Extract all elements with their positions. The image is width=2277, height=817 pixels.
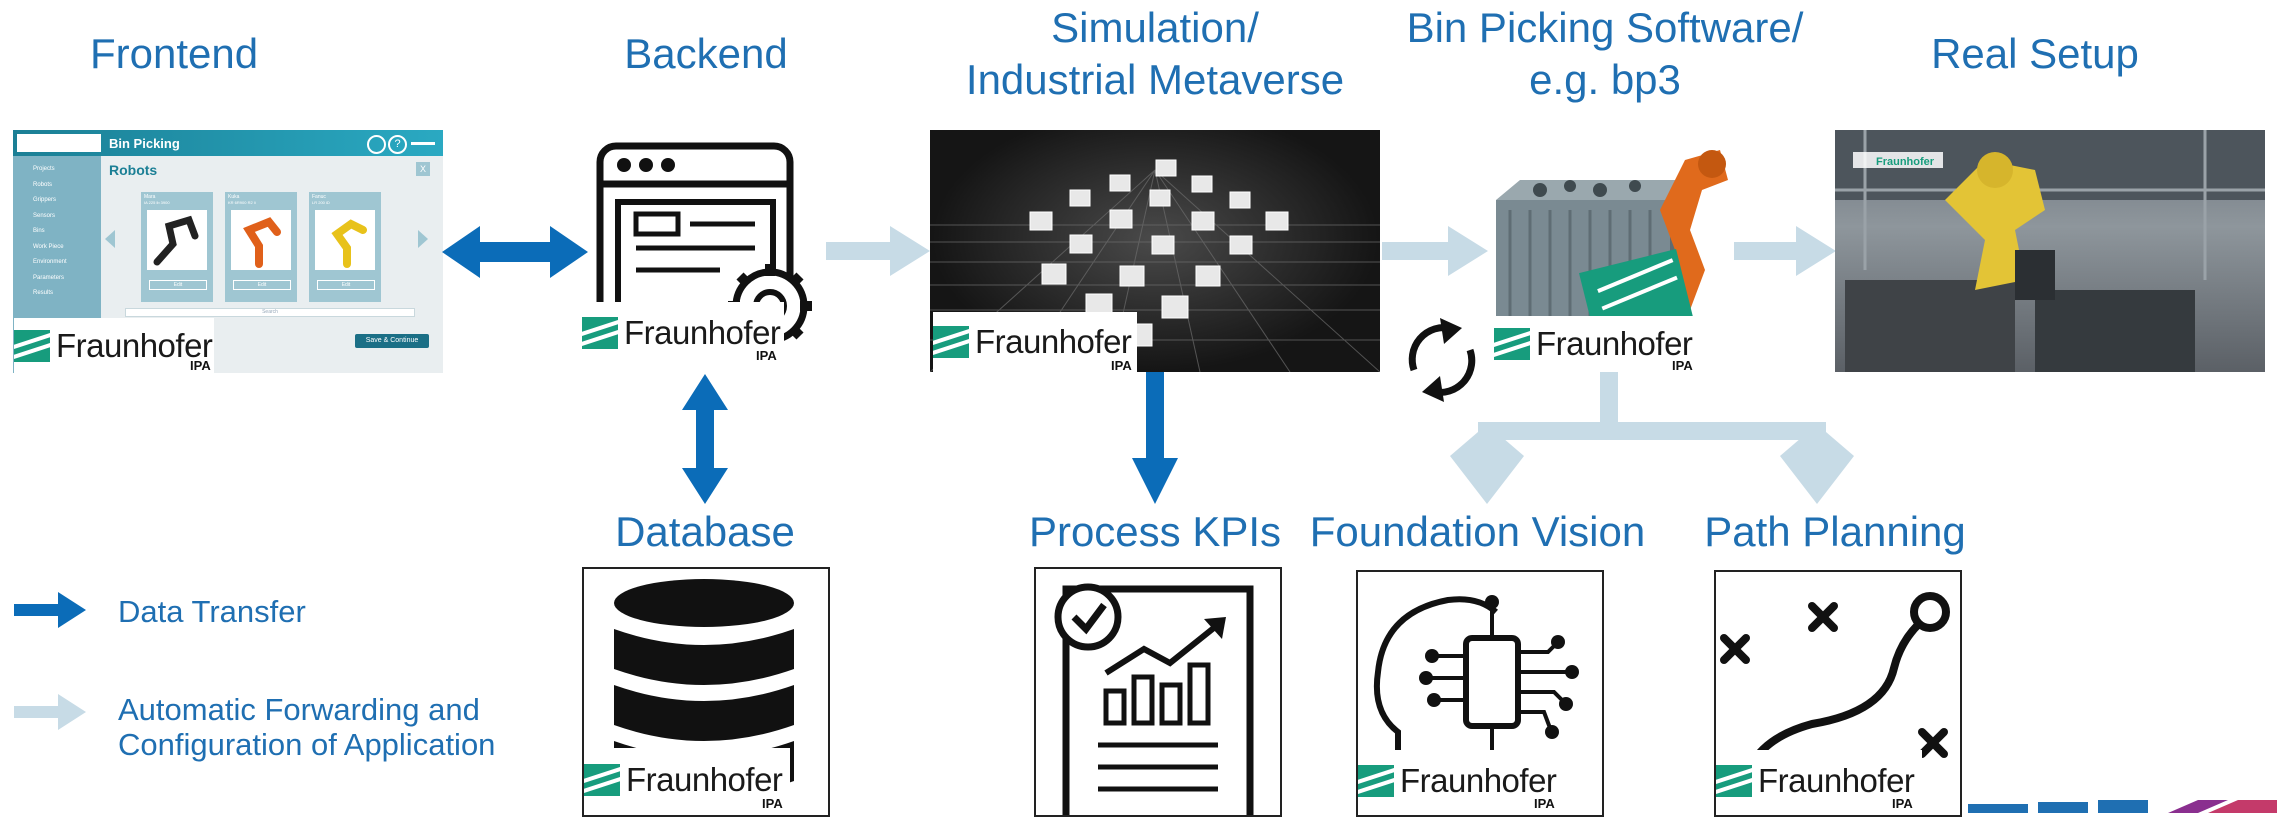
- menu-item[interactable]: Environment: [33, 259, 67, 265]
- fraunhofer-glyph-icon: [933, 326, 969, 358]
- next-arrow-icon[interactable]: [418, 230, 428, 248]
- fraunhofer-ipa: IPA: [1892, 796, 1913, 811]
- menu-item[interactable]: Work Piece: [33, 243, 64, 250]
- fraunhofer-ipa: IPA: [190, 358, 211, 373]
- robot-card-sub: IA 225 lb 3900: [144, 200, 170, 205]
- fraunhofer-ipa: IPA: [1111, 358, 1132, 373]
- kpi-report-icon: [1054, 583, 1254, 815]
- robot-card-sub: KR 6R900 R2 Ii: [228, 200, 256, 205]
- robot-card-sub: LR 200 iD: [312, 200, 330, 205]
- frontend-search-input[interactable]: Search: [125, 308, 415, 317]
- title-frontend: Frontend: [90, 30, 259, 77]
- binpicking-image: [1496, 150, 1728, 330]
- title-simulation-line2: Industrial Metaverse: [965, 56, 1345, 103]
- kpi-box: [1034, 567, 1282, 817]
- frontend-mini-logo: [17, 134, 101, 152]
- sync-icon: [1408, 318, 1476, 402]
- title-simulation: Simulation/ Industrial Metaverse: [955, 2, 1355, 106]
- frontend-menu: Projects Robots Grippers Sensors Bins Wo…: [33, 162, 67, 302]
- close-button[interactable]: X: [416, 162, 430, 176]
- robot-card-name: Mara: [144, 194, 156, 200]
- legend-forwarding-line1: Automatic Forwarding and: [118, 692, 480, 727]
- data-transfer-arrow-frontend-backend: [442, 226, 588, 278]
- fraunhofer-glyph-icon: [1358, 765, 1394, 797]
- robot-card-button[interactable]: Edit: [149, 280, 207, 290]
- frontend-section-title: Robots: [109, 162, 158, 178]
- title-database: Database: [615, 508, 795, 555]
- fraunhofer-ipa: IPA: [762, 796, 783, 811]
- menu-item[interactable]: Results: [33, 290, 54, 296]
- fraunhofer-ipa: IPA: [1672, 358, 1693, 373]
- fraunhofer-glyph-icon: [14, 330, 50, 362]
- fraunhofer-wordmark: Fraunhofer: [624, 314, 781, 351]
- menu-item[interactable]: Bins: [33, 228, 45, 234]
- title-realsetup: Real Setup: [1931, 30, 2139, 77]
- robot-image: [231, 210, 291, 270]
- robot-card[interactable]: Kuka KR 6R900 R2 Ii Edit: [225, 192, 297, 302]
- title-binpicking: Bin Picking Software/ e.g. bp3: [1400, 2, 1810, 106]
- fraunhofer-ipa: IPA: [756, 348, 777, 363]
- fraunhofer-glyph-icon: [1494, 328, 1530, 360]
- fraunhofer-wordmark: Fraunhofer: [56, 327, 213, 364]
- robot-card-name: Fanuc: [312, 194, 326, 200]
- corner-logo-fragment: [1968, 800, 2277, 813]
- robot-image: [315, 210, 375, 270]
- forward-arrow-binpicking-realsetup: [1734, 226, 1836, 276]
- forward-icon[interactable]: [411, 142, 435, 145]
- fraunhofer-ipa: IPA: [1534, 796, 1555, 811]
- fraunhofer-wordmark: Fraunhofer: [626, 761, 783, 798]
- title-kpis: Process KPIs: [1028, 508, 1282, 555]
- ai-head-icon: [1373, 595, 1579, 772]
- fraunhofer-logo: Fraunhofer IPA: [14, 318, 214, 374]
- menu-item[interactable]: Parameters: [33, 274, 65, 281]
- title-binpicking-line2: e.g. bp3: [1529, 56, 1681, 103]
- fraunhofer-glyph-icon: [582, 317, 618, 349]
- title-pathplanning: Path Planning: [1704, 508, 1966, 555]
- title-vision: Foundation Vision: [1309, 508, 1646, 555]
- forward-arrow-binpicking-tree: [1450, 372, 1854, 504]
- legend-data-transfer: Data Transfer: [118, 594, 306, 629]
- fraunhofer-wordmark: Fraunhofer: [1758, 762, 1915, 799]
- menu-item[interactable]: Projects: [33, 166, 55, 172]
- data-transfer-arrow-simulation-kpis: [1132, 372, 1178, 504]
- fraunhofer-logo: Fraunhofer IPA: [933, 312, 1137, 373]
- fraunhofer-logo: Fraunhofer IPA: [1358, 750, 1564, 812]
- fraunhofer-logo: Fraunhofer IPA: [1716, 750, 1922, 812]
- title-backend: Backend: [624, 30, 788, 77]
- fraunhofer-logo: Fraunhofer IPA: [584, 748, 790, 812]
- forward-arrow-simulation-binpicking: [1382, 226, 1488, 276]
- robot-card-name: Kuka: [228, 194, 240, 200]
- user-icon[interactable]: [367, 135, 386, 154]
- fraunhofer-glyph-icon: [584, 764, 620, 796]
- robot-card-button[interactable]: Edit: [317, 280, 375, 290]
- real-setup-photo: [1835, 130, 2265, 372]
- forward-arrow-backend-simulation: [826, 226, 930, 276]
- menu-item[interactable]: Grippers: [33, 197, 57, 203]
- robot-card[interactable]: Fanuc LR 200 iD Edit: [309, 192, 381, 302]
- menu-item[interactable]: Robots: [33, 181, 53, 188]
- save-continue-button[interactable]: Save & Continue: [355, 334, 429, 348]
- help-icon[interactable]: ?: [388, 135, 407, 154]
- robot-card[interactable]: Mara IA 225 lb 3900 Edit: [141, 192, 213, 302]
- real-setup-logo-text: Fraunhofer: [1876, 156, 1935, 168]
- fraunhofer-wordmark: Fraunhofer: [1400, 762, 1557, 799]
- fraunhofer-wordmark: Fraunhofer: [975, 323, 1132, 360]
- fraunhofer-wordmark: Fraunhofer: [1536, 325, 1693, 362]
- robot-image: [147, 210, 207, 270]
- legend-forwarding-line2: Configuration of Application: [118, 727, 496, 762]
- title-binpicking-line1: Bin Picking Software/: [1406, 4, 1804, 51]
- real-setup-scene: [1835, 130, 2265, 372]
- fraunhofer-logo: Fraunhofer IPA: [1494, 316, 1702, 373]
- prev-arrow-icon[interactable]: [105, 230, 115, 248]
- menu-item[interactable]: Sensors: [33, 212, 56, 219]
- fraunhofer-glyph-icon: [1716, 765, 1752, 797]
- frontend-app-title: Bin Picking: [109, 136, 180, 151]
- robot-card-button[interactable]: Edit: [233, 280, 291, 290]
- legend-forwarding-arrow: [14, 694, 86, 730]
- data-transfer-arrow-backend-database: [682, 374, 728, 504]
- legend-data-transfer-arrow: [14, 592, 86, 628]
- fraunhofer-logo: Fraunhofer IPA: [582, 302, 784, 364]
- title-simulation-line1: Simulation/: [1051, 4, 1259, 51]
- legend-forwarding: Automatic Forwarding and Configuration o…: [118, 692, 495, 762]
